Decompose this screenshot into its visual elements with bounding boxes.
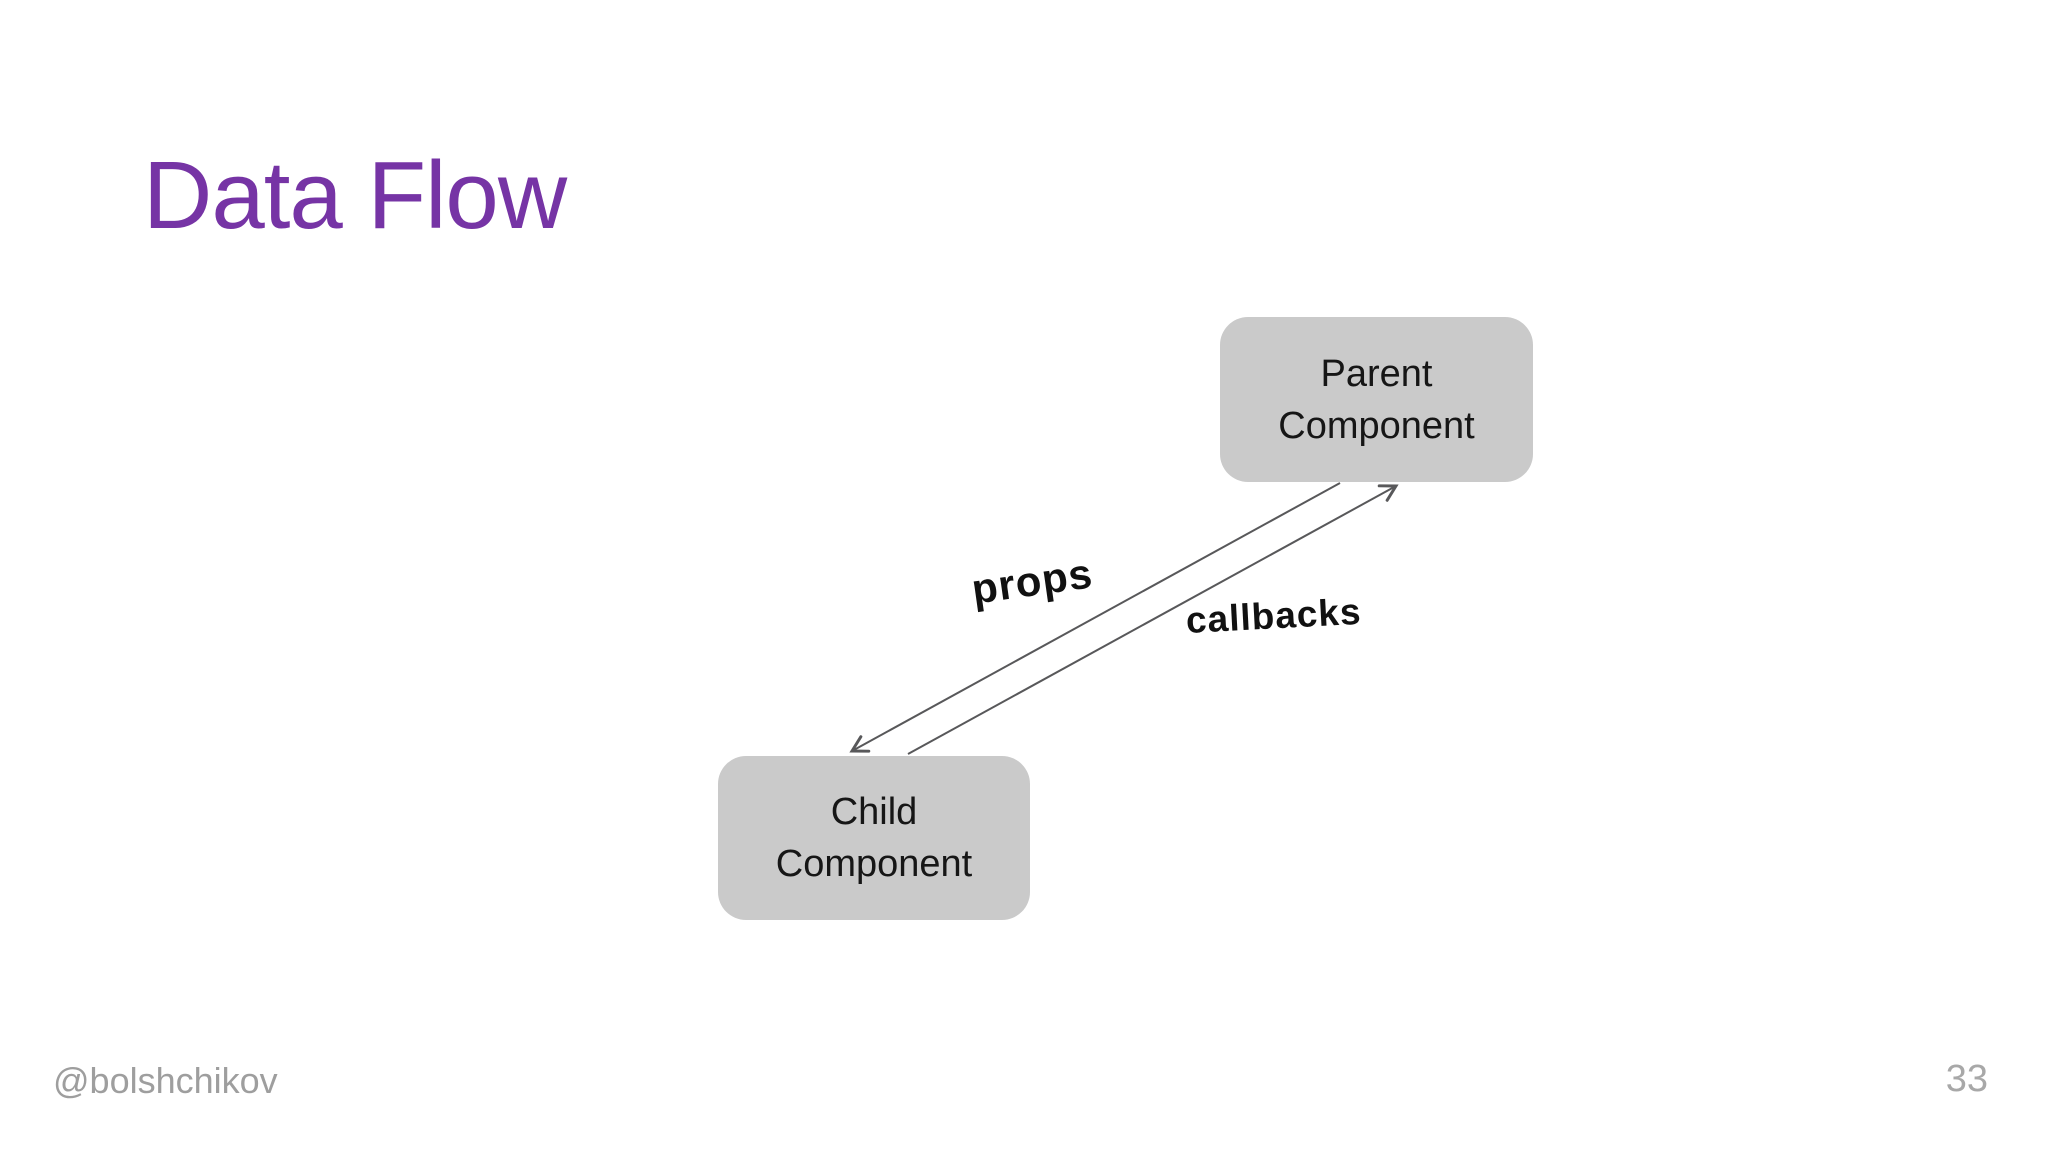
- child-component-node: Child Component: [718, 756, 1030, 920]
- child-node-label-line1: Child: [830, 791, 918, 833]
- parent-component-node: Parent Component: [1220, 317, 1533, 482]
- parent-node-label-line2: Component: [1278, 404, 1475, 447]
- author-handle: @bolshchikov: [53, 1060, 278, 1101]
- parent-node-label-line1: Parent: [1320, 352, 1433, 395]
- props-edge-label: props: [968, 549, 1096, 613]
- child-node-label-line2: Component: [775, 843, 973, 885]
- callbacks-edge-label: callbacks: [1184, 590, 1363, 641]
- page-number: 33: [1945, 1058, 1988, 1100]
- slide-title: Data Flow: [143, 142, 567, 249]
